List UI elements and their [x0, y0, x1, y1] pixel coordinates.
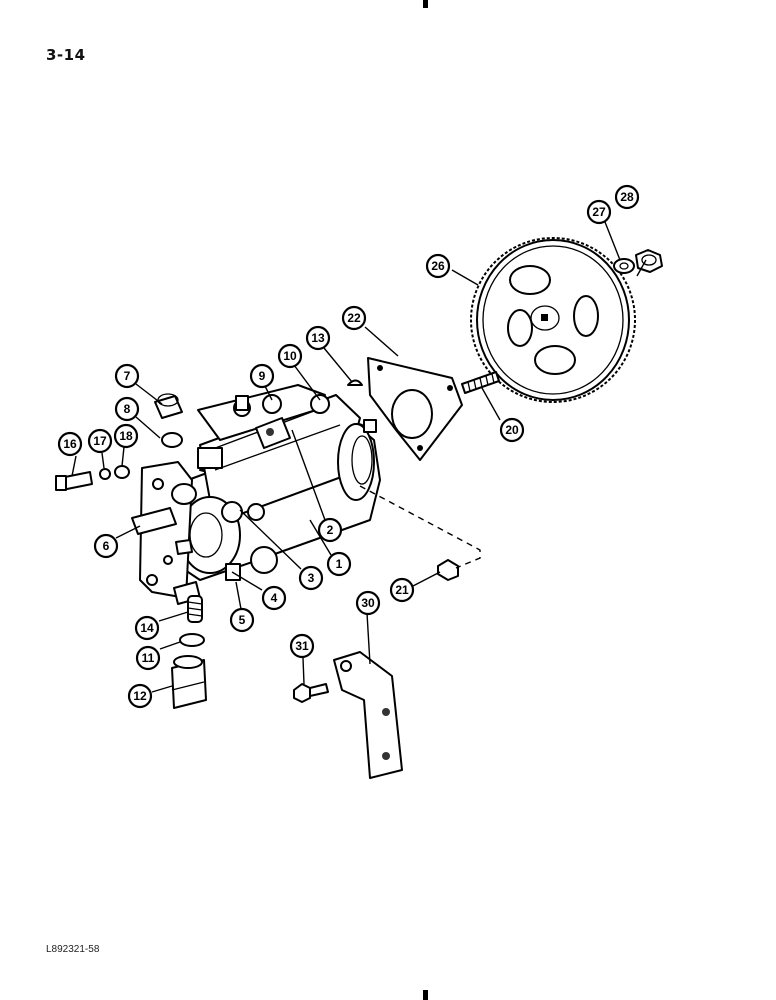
callout-17: 17	[87, 428, 113, 454]
callout-11: 11	[135, 645, 161, 671]
callout-13-label: 13	[311, 331, 325, 345]
lock-washer	[613, 258, 635, 274]
small-washer-17	[99, 468, 111, 480]
callout-12: 12	[127, 683, 153, 709]
callout-12-label: 12	[133, 689, 147, 703]
top-edge-mark	[423, 0, 428, 8]
leader-lines	[71, 221, 647, 693]
callout-14-label: 14	[140, 621, 154, 635]
callout-21-label: 21	[395, 583, 409, 597]
callout-30: 30	[355, 590, 381, 616]
figure-code: L892321-58	[46, 944, 100, 955]
callout-6-label: 6	[103, 539, 110, 553]
callout-14: 14	[134, 615, 160, 641]
page-number: 3-14	[46, 46, 86, 64]
injection-pump	[131, 384, 381, 605]
callout-7-label: 7	[124, 369, 131, 383]
o-ring-seal	[179, 633, 205, 647]
callout-6: 6	[93, 533, 119, 559]
woodruff-key	[347, 379, 363, 386]
callout-1-label: 1	[336, 557, 343, 571]
callout-28: 28	[614, 184, 640, 210]
callout-27-label: 27	[592, 205, 606, 219]
callout-22: 22	[341, 305, 367, 331]
callout-31: 31	[289, 633, 315, 659]
bottom-edge-mark	[423, 990, 428, 1000]
lock-nut	[437, 559, 459, 581]
drive-gear	[470, 237, 636, 403]
small-screw	[55, 471, 93, 491]
callout-4-label: 4	[271, 591, 278, 605]
callout-21: 21	[389, 577, 415, 603]
callout-2-label: 2	[327, 523, 334, 537]
bracket-bolt	[293, 683, 329, 703]
callout-22-label: 22	[347, 311, 361, 325]
callout-30-label: 30	[361, 596, 375, 610]
gear-stud	[461, 371, 500, 394]
outlet-union	[171, 655, 207, 709]
callout-18: 18	[113, 423, 139, 449]
callout-13: 13	[305, 325, 331, 351]
callout-3: 3	[298, 565, 324, 591]
callout-26-label: 26	[431, 259, 445, 273]
callout-5-label: 5	[239, 613, 246, 627]
callout-10: 10	[277, 343, 303, 369]
callout-17-label: 17	[93, 434, 107, 448]
callout-10-label: 10	[283, 349, 297, 363]
callout-20: 20	[499, 417, 525, 443]
callout-16: 16	[57, 431, 83, 457]
sealing-washer-8	[161, 432, 183, 448]
callout-7: 7	[114, 363, 140, 389]
callout-26: 26	[425, 253, 451, 279]
callout-28-label: 28	[620, 190, 634, 204]
callout-4: 4	[261, 585, 287, 611]
callout-2: 2	[317, 517, 343, 543]
banjo-bolt	[154, 393, 183, 419]
callout-18-label: 18	[119, 429, 133, 443]
gear-nut	[635, 249, 663, 273]
callout-3-label: 3	[308, 571, 315, 585]
callout-16-label: 16	[63, 437, 77, 451]
callout-8: 8	[114, 396, 140, 422]
callout-5: 5	[229, 607, 255, 633]
spring	[187, 595, 203, 623]
callout-11-label: 11	[142, 651, 155, 665]
callout-9-label: 9	[259, 369, 266, 383]
callout-8-label: 8	[124, 402, 131, 416]
callout-20-label: 20	[505, 423, 519, 437]
support-bracket	[333, 651, 403, 779]
mounting-gasket	[367, 357, 463, 461]
callout-1: 1	[326, 551, 352, 577]
alignment-line	[359, 485, 481, 569]
callout-27: 27	[586, 199, 612, 225]
clip-18	[114, 465, 130, 479]
callout-31-label: 31	[295, 639, 309, 653]
callout-9: 9	[249, 363, 275, 389]
